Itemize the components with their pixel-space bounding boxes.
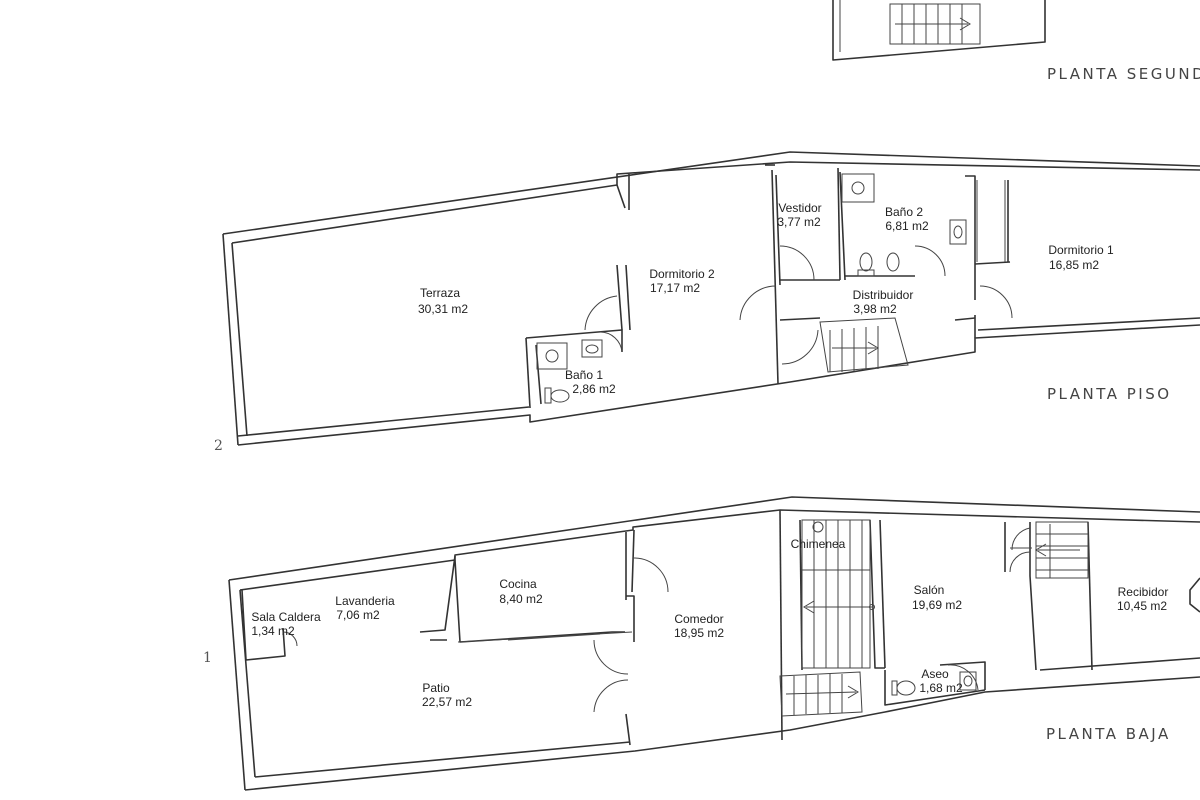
- cocina-area: 8,40 m2: [499, 592, 543, 606]
- aseo-label: Aseo: [921, 667, 949, 681]
- planta-piso-plan: Terraza 30,31 m2 Dormitorio 2 17,17 m2 B…: [214, 151, 1200, 454]
- door-dormitorio2-terraza: [584, 295, 618, 331]
- planta-piso-title: PLANTA PISO: [1047, 385, 1172, 403]
- terraza-area: 30,31 m2: [418, 302, 468, 316]
- patio-area: 22,57 m2: [422, 695, 472, 709]
- bano1-area: 2,86 m2: [572, 382, 616, 396]
- distribuidor-area: 3,98 m2: [853, 302, 897, 316]
- door-cocina-comedor: [633, 557, 669, 593]
- bano1-label: Baño 1: [565, 368, 603, 382]
- baño1-fixtures: [536, 339, 603, 404]
- aseo-area: 1,68 m2: [919, 681, 963, 695]
- staircase-baja-main: [801, 519, 875, 669]
- chimney-icon: [812, 521, 824, 533]
- patio-sliding-window: [457, 631, 633, 643]
- chimenea-label: Chimenea: [791, 537, 846, 551]
- staircase-segunda: [889, 3, 981, 45]
- dormitorio1-area: 16,85 m2: [1049, 258, 1099, 272]
- planta-baja-plan: Sala Caldera 1,34 m2 Lavanderia 7,06 m2 …: [203, 496, 1200, 791]
- planta-piso-marker: 2: [214, 438, 223, 454]
- lavanderia-area: 7,06 m2: [336, 608, 380, 622]
- dormitorio1-label: Dormitorio 1: [1048, 243, 1114, 257]
- comedor-label: Comedor: [674, 612, 723, 626]
- staircase-recibidor: [1035, 521, 1089, 579]
- comedor-area: 18,95 m2: [674, 626, 724, 640]
- aseo-fixtures: [891, 671, 977, 696]
- planta-segunda-plan: PLANTA SEGUND: [832, 0, 1200, 83]
- dormitorio2-area: 17,17 m2: [650, 281, 700, 295]
- cocina-label: Cocina: [499, 577, 537, 591]
- dormitorio2-label: Dormitorio 2: [649, 267, 715, 281]
- lavanderia-label: Lavanderia: [335, 594, 395, 608]
- salon-area: 19,69 m2: [912, 598, 962, 612]
- planta-segunda-title: PLANTA SEGUND: [1047, 65, 1200, 83]
- closet-dormitorio1: [976, 180, 1006, 262]
- salon-label: Salón: [914, 583, 945, 597]
- door-recibidor: [1010, 527, 1032, 551]
- recibidor-label: Recibidor: [1118, 585, 1169, 599]
- bano2-label: Baño 2: [885, 205, 923, 219]
- sala-caldera-area: 1,34 m2: [251, 624, 295, 638]
- recibidor-area: 10,45 m2: [1117, 599, 1167, 613]
- vestidor-label: Vestidor: [778, 201, 821, 215]
- baño2-fixtures: [841, 173, 967, 277]
- bano2-area: 6,81 m2: [885, 219, 929, 233]
- door-distribuidor: [739, 285, 777, 321]
- vestidor-area: 3,77 m2: [777, 215, 821, 229]
- terraza-label: Terraza: [420, 286, 460, 300]
- planta-baja-marker: 1: [203, 650, 212, 666]
- sala-caldera-label: Sala Caldera: [251, 610, 321, 624]
- patio-label: Patio: [422, 681, 450, 695]
- distribuidor-label: Distribuidor: [853, 288, 914, 302]
- staircase-baja-lower: [779, 671, 863, 717]
- planta-baja-title: PLANTA BAJA: [1046, 725, 1171, 743]
- staircase-piso: [819, 317, 909, 373]
